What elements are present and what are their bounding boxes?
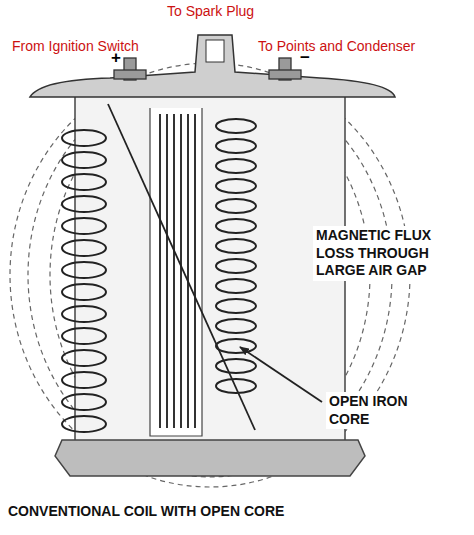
terminal-label: To Spark Plug: [167, 3, 254, 20]
secondary-winding: [216, 119, 256, 393]
coil-case: [75, 95, 345, 442]
terminals: [114, 58, 301, 80]
iron-core: [160, 114, 195, 428]
callout-note: MAGNETIC FLUX LOSS THROUGH LARGE AIR GAP: [313, 226, 454, 281]
terminal-label: To Points and Condenser: [258, 38, 415, 55]
leader-arrow: [240, 347, 322, 402]
tower-socket: [206, 40, 224, 62]
polarity-sign: −: [300, 48, 310, 68]
coil-base: [55, 440, 365, 476]
polarity-sign: +: [111, 48, 121, 68]
primary-winding: [62, 130, 106, 432]
winding-lead: [108, 104, 255, 430]
core-sleeve: [150, 108, 202, 436]
figure-caption: CONVENTIONAL COIL WITH OPEN CORE: [8, 503, 284, 520]
callout-note: OPEN IRON CORE: [326, 392, 432, 429]
